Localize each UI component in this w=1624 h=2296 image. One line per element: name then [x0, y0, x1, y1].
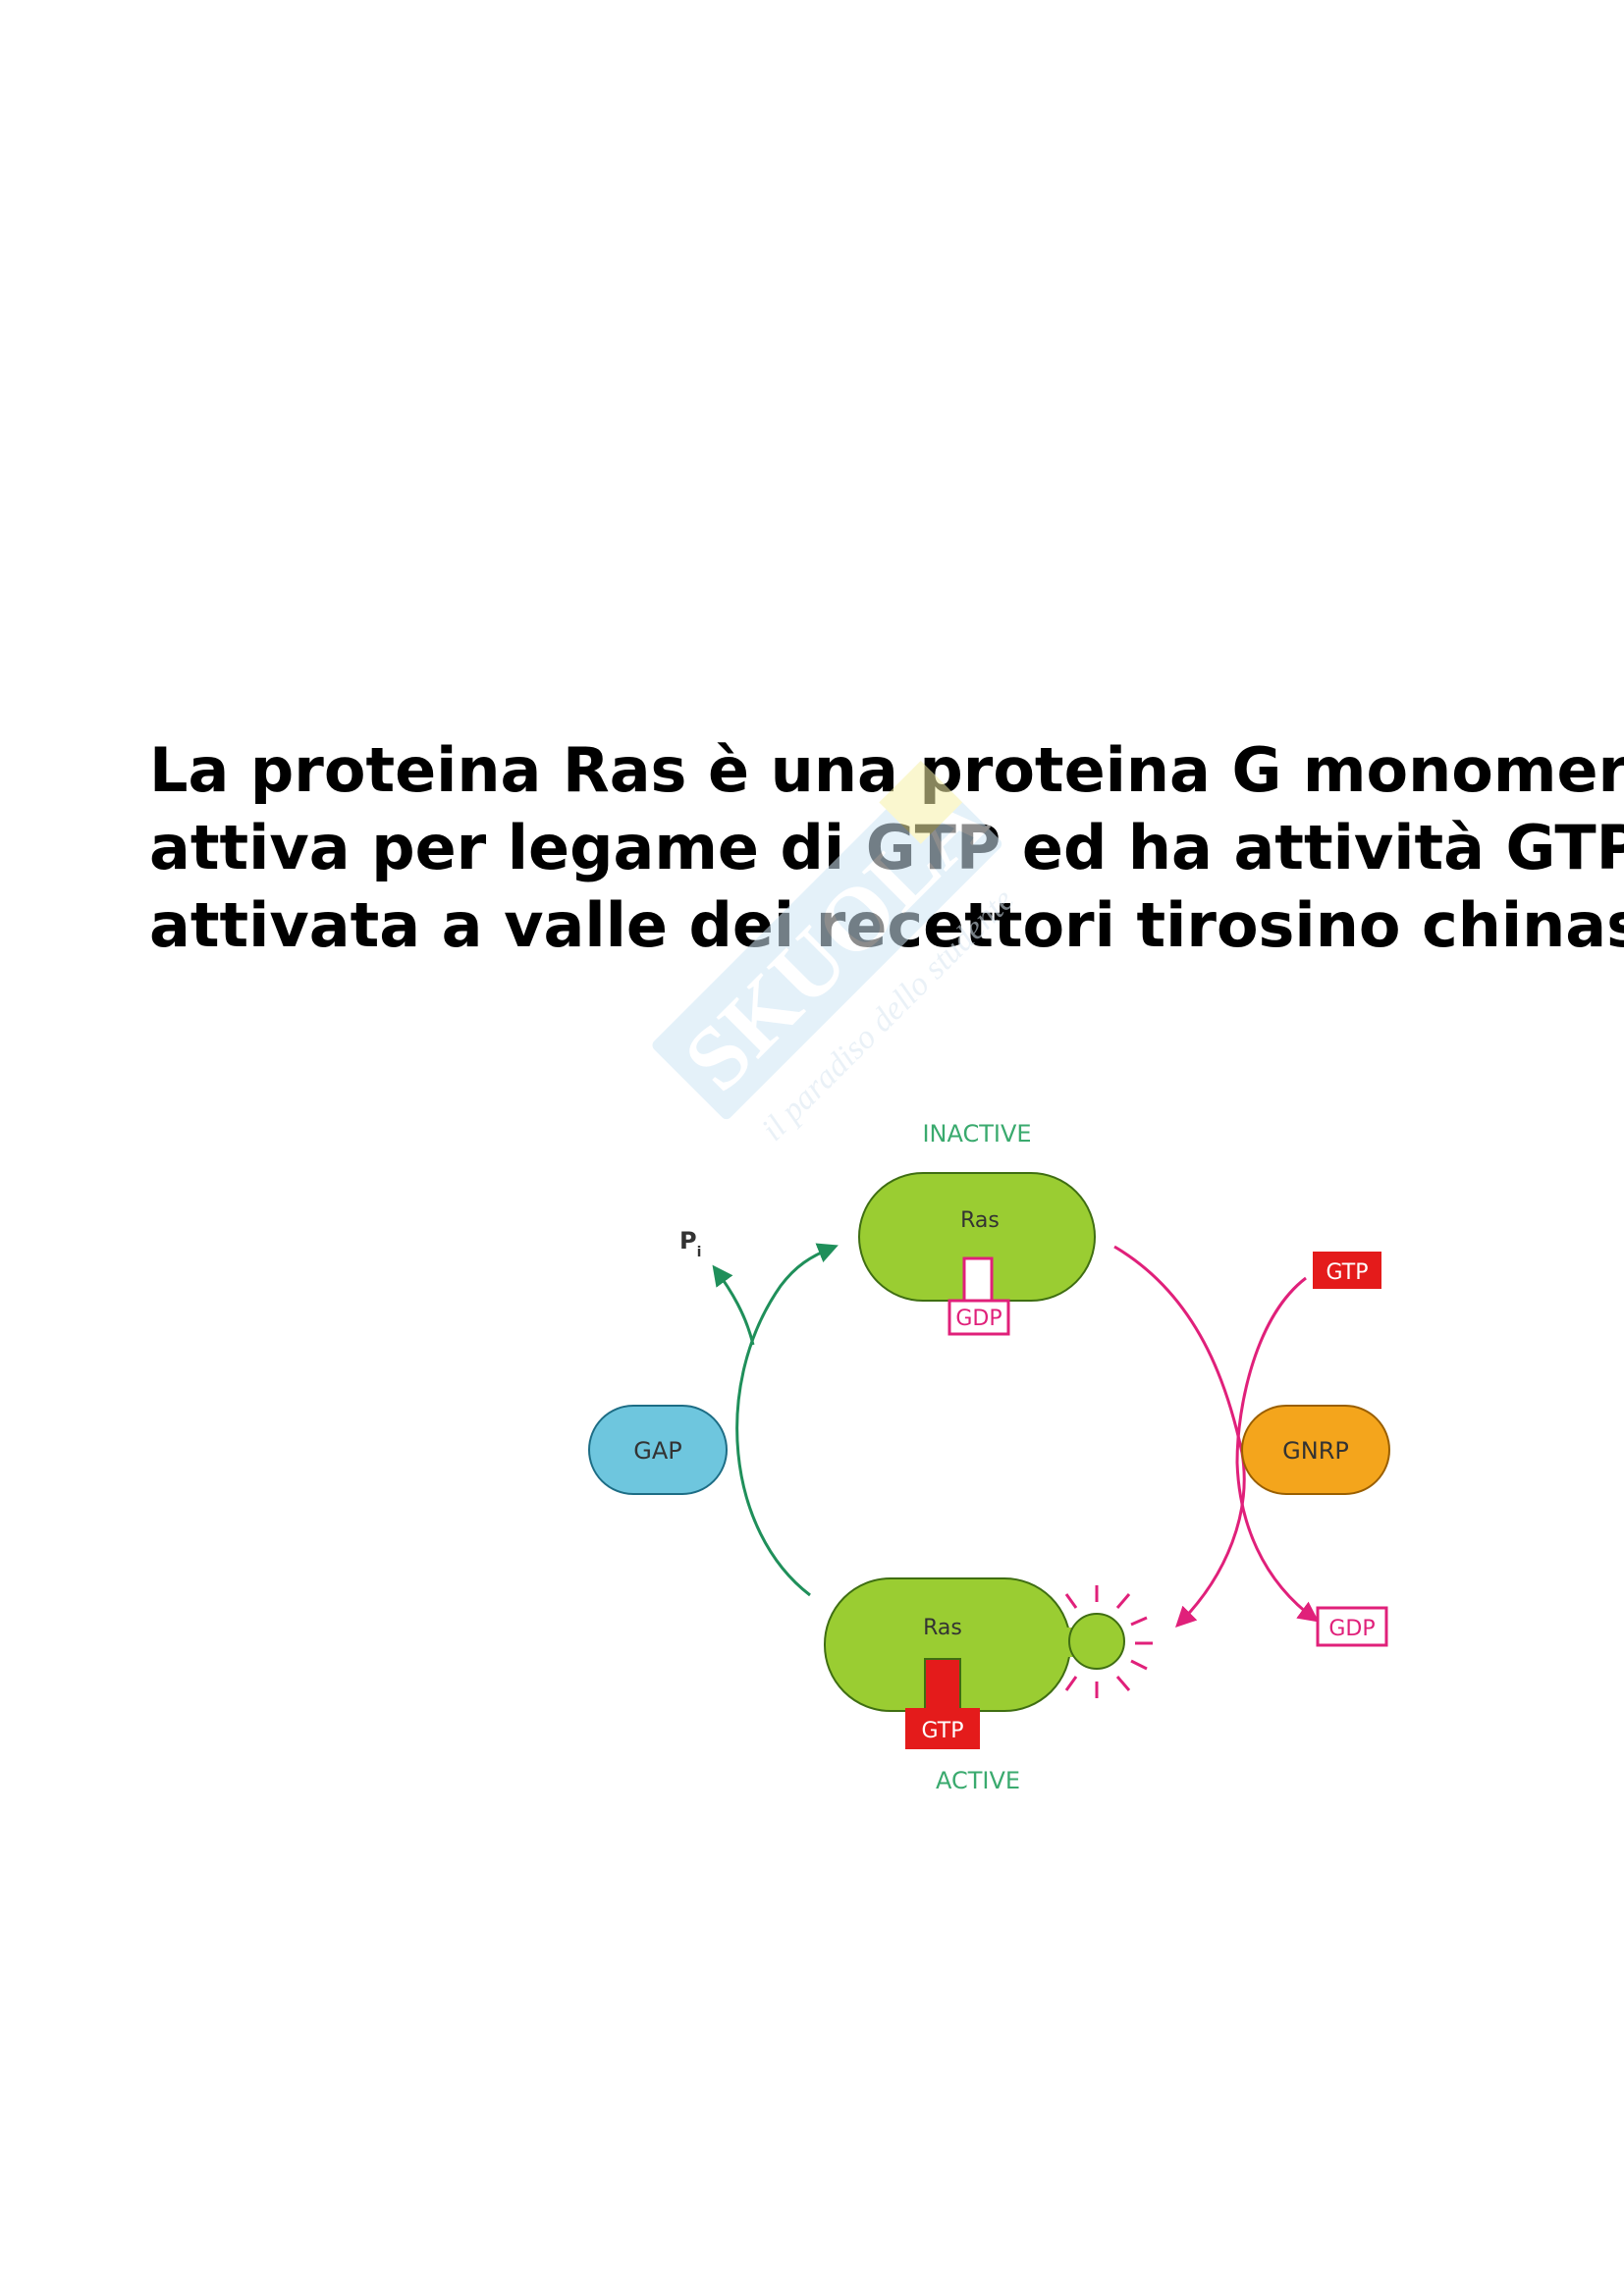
ras-active: Ras GTP: [825, 1578, 1124, 1749]
gap-hydrolysis-arrow: [737, 1247, 835, 1595]
active-label: ACTIVE: [936, 1767, 1020, 1794]
pi-label: Pi: [679, 1227, 701, 1260]
gnrp-activation-arrow: [1114, 1247, 1244, 1625]
gap-protein: GAP: [589, 1406, 727, 1494]
gtp-in-label: GTP: [1326, 1260, 1369, 1285]
ras-inactive: Ras GDP: [859, 1173, 1095, 1334]
ras-inactive-label: Ras: [960, 1208, 1000, 1233]
ras-cycle-diagram: INACTIVE Ras GDP Pi GAP GTP GNRP GDP Ras: [550, 1090, 1434, 1826]
gap-label: GAP: [633, 1437, 682, 1465]
ras-active-label: Ras: [923, 1616, 962, 1640]
gdp-bound-label: GDP: [955, 1307, 1001, 1331]
gdp-out-label: GDP: [1328, 1617, 1375, 1641]
gnrp-protein: GNRP: [1242, 1406, 1389, 1494]
gtp-bound-label: GTP: [922, 1719, 964, 1743]
inactive-label: INACTIVE: [922, 1120, 1031, 1148]
pi-release-arrow: [715, 1268, 753, 1345]
gnrp-label: GNRP: [1282, 1437, 1349, 1465]
